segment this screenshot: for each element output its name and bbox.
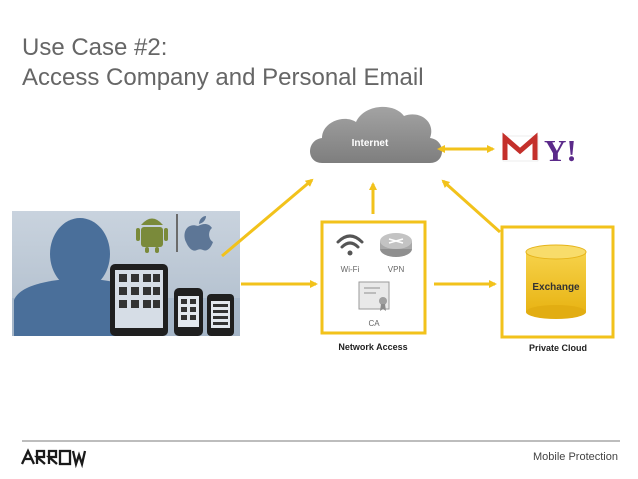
wifi-label: Wi-Fi <box>341 265 360 274</box>
yahoo-logo-icon: Y! <box>544 133 577 168</box>
footer-label: Mobile Protection <box>533 451 618 463</box>
vpn-label: VPN <box>388 265 405 274</box>
certificate-icon <box>358 281 390 311</box>
internet-label: Internet <box>352 138 389 149</box>
smartphone-icon <box>207 294 234 336</box>
tablet-icon <box>110 264 168 336</box>
exchange-server-icon <box>525 244 587 319</box>
android-icon <box>136 218 168 253</box>
network-access-label: Network Access <box>338 342 407 352</box>
slide-title-line2: Access Company and Personal Email <box>22 64 424 91</box>
arrow-private-cloud-to-internet <box>441 179 502 234</box>
private-cloud-box: Exchange <box>500 225 615 339</box>
user-devices-photo <box>12 211 240 336</box>
gmail-logo-icon <box>502 132 539 162</box>
arrow-company-logo <box>20 448 87 469</box>
network-access-box: Wi-Fi VPN CA <box>320 220 427 335</box>
internet-cloud: Internet <box>310 106 442 163</box>
footer-divider <box>22 440 620 442</box>
private-cloud-label: Private Cloud <box>529 343 587 353</box>
ca-label: CA <box>368 319 380 328</box>
wifi-icon <box>336 234 364 256</box>
smartphone-icon <box>174 288 203 336</box>
vpn-router-icon <box>380 233 412 257</box>
apple-icon <box>184 216 213 251</box>
slide-title-line1: Use Case #2: <box>22 34 168 61</box>
exchange-label: Exchange <box>532 282 580 293</box>
arrow-devices-to-internet <box>221 178 314 258</box>
os-divider <box>176 214 178 252</box>
